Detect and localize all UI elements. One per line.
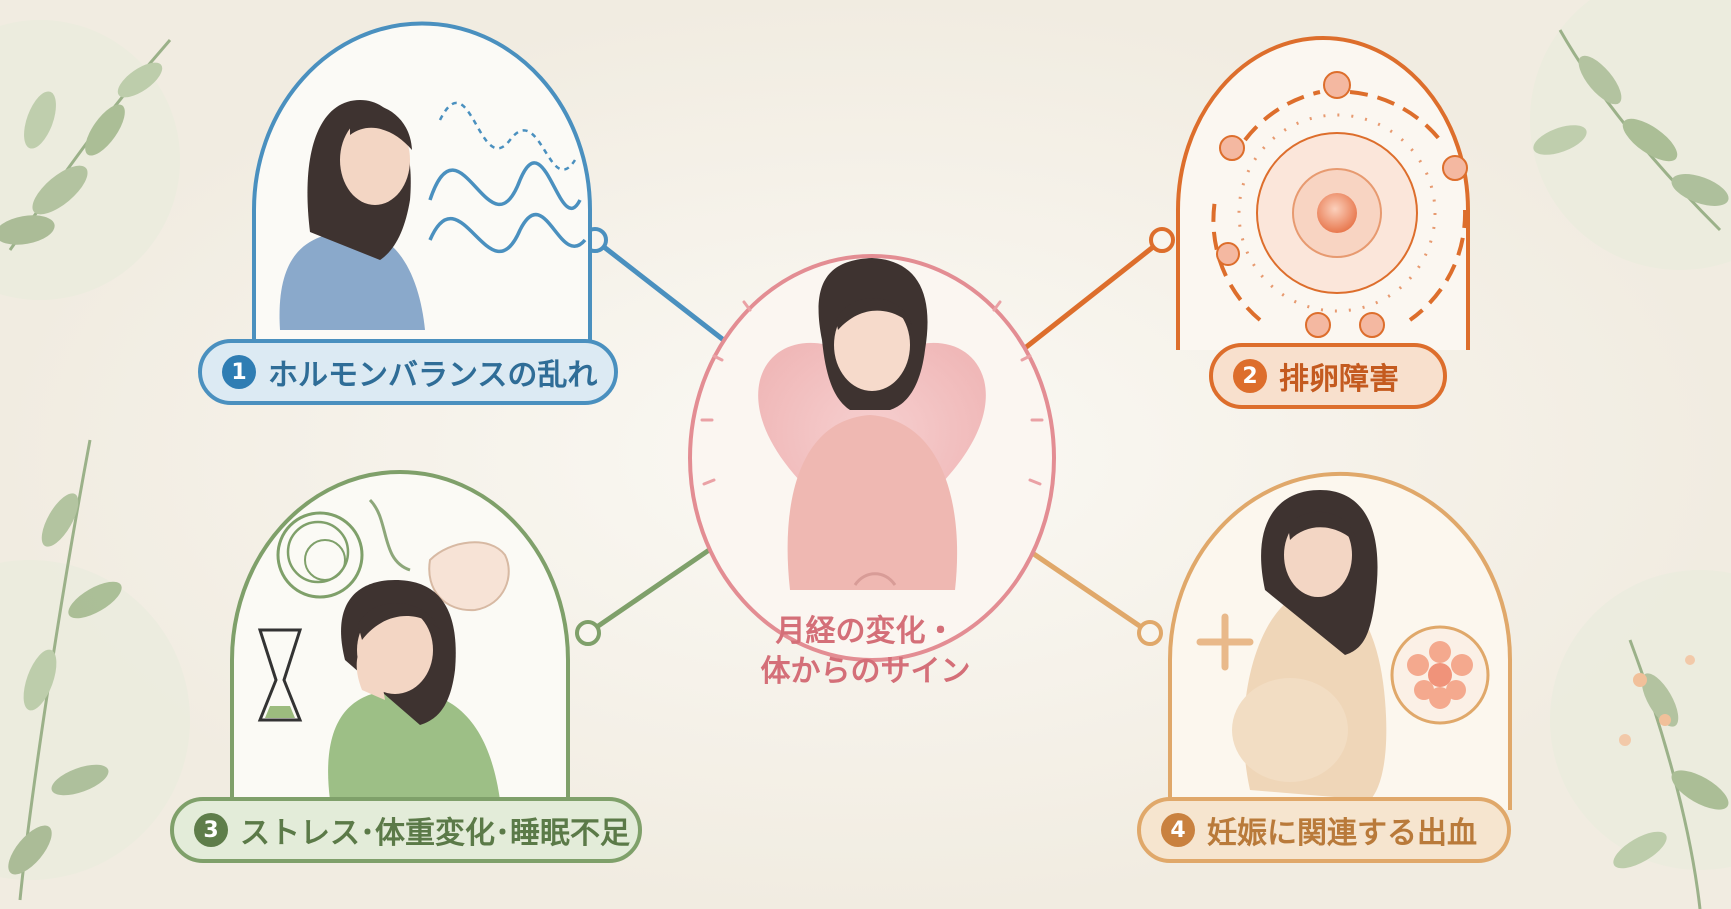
cause-1-text: ホルモンバランスの乱れ <box>268 358 598 393</box>
cause-4-number-badge: 4 <box>1161 813 1195 847</box>
center-title-line-1: 月経の変化・ <box>775 614 956 649</box>
cause-3-number-badge: 3 <box>194 813 228 847</box>
cause-4-label: 4 妊娠に関連する出血 <box>1137 797 1511 863</box>
cause-3-illustration <box>230 470 570 810</box>
cause-2-label: 2 排卵障害 <box>1209 343 1447 409</box>
cause-2-text: 排卵障害 <box>1279 362 1399 397</box>
leaf-decoration-top-left <box>0 20 180 300</box>
cause-4-text: 妊娠に関連する出血 <box>1207 816 1477 851</box>
connector-2 <box>1022 237 1165 351</box>
center-title-line-2: 体からのサイン <box>760 654 971 689</box>
cause-3-label: 3 ストレス･体重変化･睡眠不足 <box>170 797 642 863</box>
center-illustration <box>688 254 1056 662</box>
cause-1-label: 1 ホルモンバランスの乱れ <box>198 339 618 405</box>
leaf-decoration-top-right <box>1530 0 1731 270</box>
connector-2-node <box>1149 227 1175 253</box>
connector-4 <box>1022 545 1153 636</box>
cause-3-text: ストレス･体重変化･睡眠不足 <box>240 816 630 851</box>
connector-3 <box>585 545 715 636</box>
cause-2-number-badge: 2 <box>1233 359 1267 393</box>
cause-1-illustration <box>252 21 592 352</box>
leaf-decoration-bottom-right <box>1550 570 1731 909</box>
cause-1-number-badge: 1 <box>222 355 256 389</box>
cause-4-illustration <box>1168 472 1512 810</box>
leaf-decoration-bottom-left <box>0 439 190 901</box>
connector-4-node <box>1137 620 1163 646</box>
cause-2-illustration <box>1176 36 1470 350</box>
connector-3-node <box>575 620 601 646</box>
connector-1 <box>592 237 733 348</box>
